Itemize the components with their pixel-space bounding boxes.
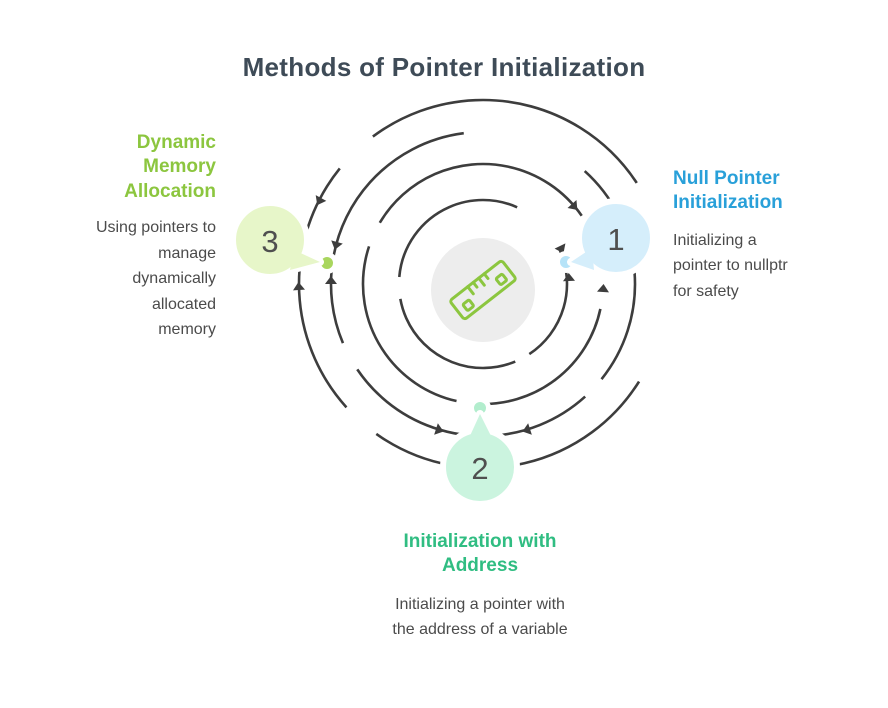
arrowhead-icon (325, 276, 337, 284)
node-2-description: Initializing a pointer with the address … (392, 595, 568, 639)
node-number-1: 1 (607, 222, 624, 257)
node-bubble-2: 2 (440, 410, 520, 507)
node-3-description: Using pointers to manage dynamically all… (95, 218, 216, 339)
node-1-heading: Null Pointer Initialization (673, 168, 783, 214)
node-bubble-3: 3 (230, 200, 324, 280)
ruler-icon (449, 259, 517, 321)
center-circle (431, 238, 535, 342)
page-title: Methods of Pointer Initialization (242, 52, 646, 82)
orbit-arrowheads (293, 195, 609, 435)
node-2-heading: Initialization with Address (403, 531, 557, 577)
arrowhead-icon (315, 195, 327, 206)
node-number-3: 3 (261, 224, 278, 259)
orbit-ring-2 (361, 162, 605, 406)
node-2-text-block: Initialization with Address Initializing… (294, 530, 666, 643)
arrowhead-icon (293, 282, 305, 291)
orbit-ring-4 (297, 98, 669, 470)
arrowhead-icon (331, 240, 343, 250)
arrowhead-icon (563, 273, 575, 282)
node-1-description: Initializing a pointer to nullptr for sa… (673, 231, 788, 300)
arrowhead-icon (597, 284, 609, 293)
node-bubble-1: 1 (567, 198, 656, 278)
arrowhead-icon (567, 199, 578, 210)
node-number-2: 2 (471, 451, 488, 486)
node-1-text-block: Null Pointer Initialization Initializing… (673, 167, 845, 304)
node-3-text-block: Dynamic Memory Allocation Using pointers… (40, 131, 216, 343)
arrowhead-icon (554, 243, 566, 254)
node-3-heading: Dynamic Memory Allocation (124, 132, 216, 202)
arrowhead-icon (434, 423, 444, 435)
arrowhead-icon (522, 423, 532, 435)
